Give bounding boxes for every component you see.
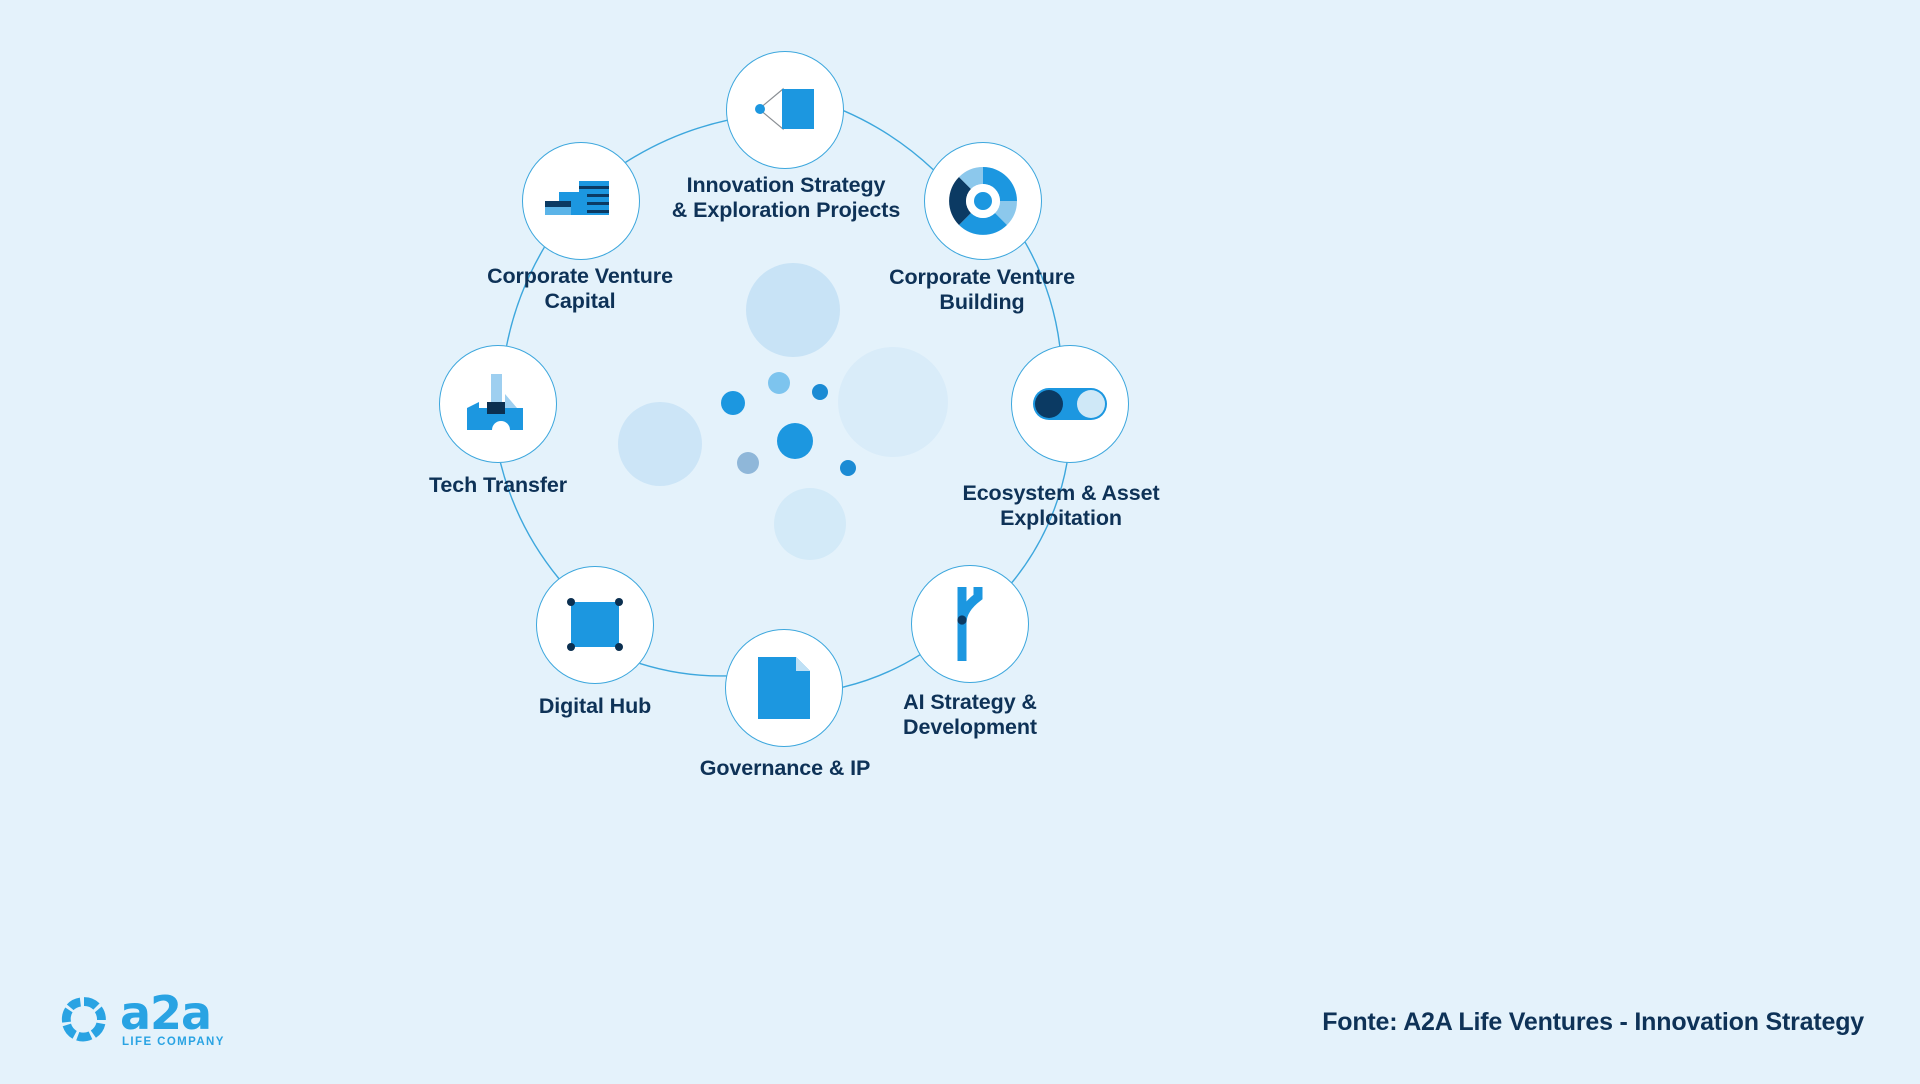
node-innovation-strategy[interactable]: [726, 51, 844, 169]
decorative-bubble: [768, 372, 790, 394]
toggle-switch-icon: [1032, 387, 1108, 421]
node-label-ai-strategy-development: AI Strategy & Development: [903, 690, 1037, 740]
node-ai-strategy-development[interactable]: [911, 565, 1029, 683]
connector-arc: [843, 110, 934, 171]
decorative-bubble: [812, 384, 828, 400]
node-label-digital-hub: Digital Hub: [538, 694, 652, 718]
a2a-logo: a2a LIFE COMPANY: [58, 990, 225, 1049]
connector-arc: [1011, 462, 1068, 584]
node-label-ecosystem-asset-exploitation: Ecosystem & Asset Exploitation: [962, 481, 1160, 531]
decorative-bubble: [838, 347, 948, 457]
node-corporate-venture-capital[interactable]: [522, 142, 640, 260]
decorative-bubble: [618, 402, 702, 486]
node-label-innovation-strategy: Innovation Strategy & Exploration Projec…: [671, 173, 901, 223]
node-digital-hub[interactable]: [536, 566, 654, 684]
decorative-bubble: [737, 452, 759, 474]
node-label-corporate-venture-capital: Corporate Venture Capital: [487, 264, 673, 314]
decorative-bubble: [774, 488, 846, 560]
node-tech-transfer[interactable]: [439, 345, 557, 463]
bar-stack-icon: [543, 179, 619, 223]
document-icon: [756, 655, 812, 721]
connector-arc: [505, 246, 546, 346]
factory-icon: [461, 372, 535, 436]
connector-arc: [625, 119, 728, 163]
decorative-bubble: [840, 460, 856, 476]
source-note: Fonte: A2A Life Ventures - Innovation St…: [1322, 1008, 1864, 1036]
node-ecosystem-asset-exploitation[interactable]: [1011, 345, 1129, 463]
a2a-pinwheel-icon: [61, 997, 106, 1042]
node-corporate-venture-building[interactable]: [924, 142, 1042, 260]
connector-arc: [499, 462, 560, 579]
node-label-governance-ip: Governance & IP: [699, 756, 871, 780]
node-governance-ip[interactable]: [725, 629, 843, 747]
branch-node-icon: [947, 587, 993, 661]
connector-arc: [639, 662, 727, 677]
target-donut-icon: [944, 162, 1022, 240]
square-nodes-icon: [565, 597, 625, 653]
decorative-bubble: [721, 391, 745, 415]
brand-wordmark: a2a: [120, 986, 212, 1040]
pencil-tip-icon: [749, 83, 821, 137]
node-label-corporate-venture-building: Corporate Venture Building: [889, 265, 1075, 315]
connector-arc: [842, 654, 921, 688]
decorative-bubble: [746, 263, 840, 357]
brand-tagline: LIFE COMPANY: [122, 1036, 225, 1048]
connector-arc: [1024, 241, 1061, 347]
decorative-bubble: [777, 423, 813, 459]
node-label-tech-transfer: Tech Transfer: [428, 473, 568, 497]
